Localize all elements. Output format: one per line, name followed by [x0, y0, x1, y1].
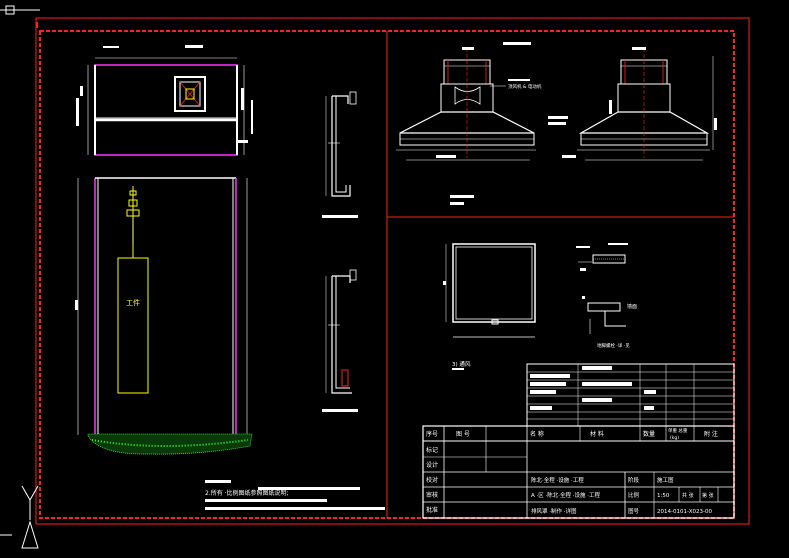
ucs-marker-square — [5, 5, 15, 15]
project-line-2: A ·区 ·陈北·全程 ·设施 ·工程 — [531, 491, 600, 499]
ucs-axis-icon — [0, 485, 39, 549]
sheet-value: 第 张 — [702, 492, 714, 499]
plan-view — [76, 45, 253, 156]
label-mark: 标记 — [426, 446, 438, 454]
scale-label: 比例 — [628, 491, 640, 499]
scale-value: 1:50 — [657, 493, 670, 499]
section-detail-lower — [322, 269, 358, 412]
sheet-label: 共 张 — [682, 492, 694, 499]
elevation-view: 工件 — [75, 177, 253, 455]
header-qty: 数量 — [643, 430, 655, 438]
header-material: 材 料 — [590, 430, 604, 438]
title-block: 序号 图 号 名 称 材 料 数量 单重 总重 (kg) 附 注 标记 设计 校… — [422, 425, 735, 519]
hood-front-view: 顶风机 & 电动机 — [396, 42, 542, 205]
header-weight-unit: (kg) — [670, 435, 679, 441]
elevation-room-label: 工件 — [126, 298, 140, 307]
label-design: 设计 — [426, 461, 438, 469]
drawing-no-label: 图号 — [628, 507, 640, 515]
general-notes: 2.所有 ·比例图纸参照图纸说明; — [205, 480, 385, 510]
stage-label: 阶段 — [628, 476, 640, 484]
section-detail-upper — [322, 91, 358, 218]
label-approve: 批准 — [426, 506, 438, 514]
stage-value: 施工图 — [657, 476, 674, 484]
connection-detail: 墙面 地脚螺栓 ·详 ·见 — [576, 243, 637, 349]
header-weight: 单重 总重 — [668, 427, 688, 434]
material-list — [526, 363, 735, 427]
sheet-outer-border — [35, 17, 750, 525]
header-remarks: 附 注 — [704, 430, 718, 438]
project-line-1: 陈北·全程 ·设施 ·工程 — [531, 476, 584, 484]
hood-callout: 顶风机 & 电动机 — [508, 83, 542, 90]
hood-side-view — [548, 47, 717, 161]
detail-label-bolt: 地脚螺栓 ·详 ·见 — [597, 342, 630, 349]
label-review: 审核 — [426, 491, 438, 499]
foundation-plan: 3) 通风 — [443, 243, 536, 370]
label-check: 校对 — [426, 476, 438, 484]
drawing-title: 排风罩 ·制作 ·详图 — [531, 507, 577, 515]
detail-label-wall: 墙面 — [627, 303, 637, 310]
note-line-2: 2.所有 ·比例图纸参照图纸说明; — [205, 489, 289, 497]
foundation-note: 3) 通风 — [452, 360, 471, 368]
drawing-no: 2014-0101-X023-00 — [657, 509, 712, 515]
header-name: 名 称 — [530, 430, 544, 438]
header-no: 序号 — [426, 430, 438, 438]
header-drawing-no: 图 号 — [456, 431, 470, 438]
